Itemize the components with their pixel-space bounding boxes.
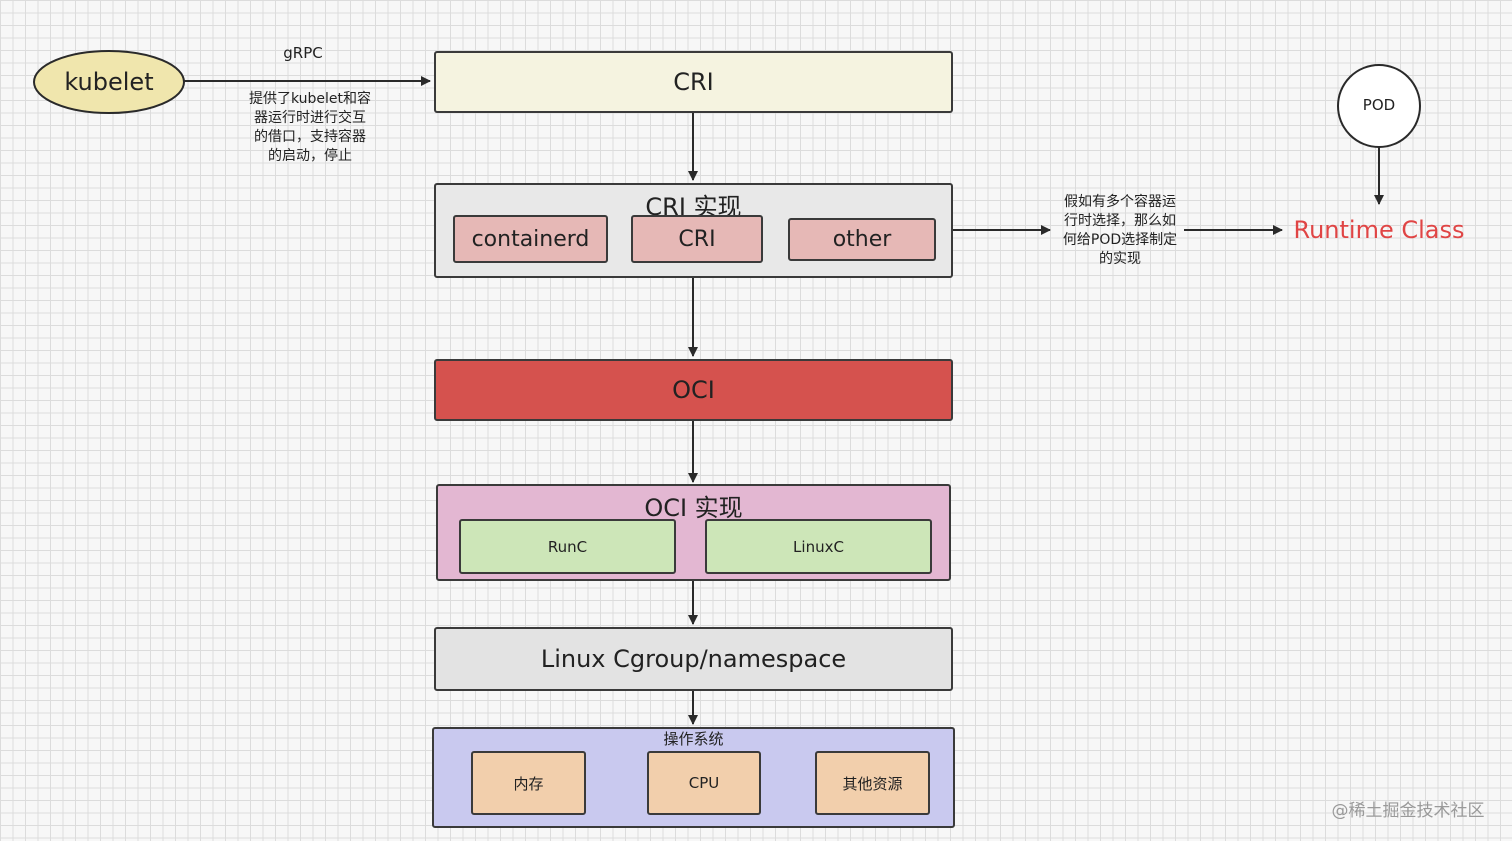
runtime-note-line-2: 行时选择，那么如 (1064, 213, 1176, 229)
oci-impl-item-label: LinuxC (793, 537, 844, 556)
os-item-label: 其他资源 (842, 774, 903, 793)
kubelet-note-line-1: 提供了kubelet和容 (248, 91, 372, 107)
cri-impl-item-cri: CRI (631, 215, 763, 263)
cri-impl-item-containerd: containerd (453, 215, 608, 263)
os-item-memory: 内存 (471, 751, 586, 815)
cri-impl-item-label: containerd (471, 226, 590, 252)
runtime-note-line-3: 何给POD选择制定 (1062, 232, 1178, 248)
runtime-note: 假如有多个容器运 行时选择，那么如 何给POD选择制定 的实现 (1045, 193, 1195, 269)
os-title: 操作系统 (663, 730, 724, 748)
oci-box: OCI (434, 359, 953, 421)
runtime-class-label: Runtime Class (1293, 216, 1465, 244)
oci-impl-item-runc: RunC (459, 519, 676, 574)
kubelet-note-line-3: 的借口，支持容器 (254, 129, 366, 145)
oci-impl-item-label: RunC (547, 537, 588, 556)
grpc-label: gRPC (283, 44, 323, 62)
cri-impl-item-label: CRI (678, 226, 716, 252)
kubelet-ellipse-shape (33, 50, 185, 114)
oci-impl-title: OCI 实现 (644, 494, 743, 522)
cri-label: CRI (673, 68, 714, 96)
cri-impl-item-other: other (788, 218, 936, 261)
os-item-label: CPU (688, 774, 720, 792)
linux-cgroup-box: Linux Cgroup/namespace (434, 627, 953, 691)
kubelet-note: 提供了kubelet和容 器运行时进行交互 的借口，支持容器 的启动，停止 (230, 90, 390, 166)
kubelet-note-line-2: 器运行时进行交互 (254, 110, 366, 126)
kubelet-note-line-4: 的启动，停止 (268, 148, 352, 164)
kubelet-node: kubelet (64, 68, 154, 96)
linux-cgroup-label: Linux Cgroup/namespace (540, 645, 847, 673)
runtime-note-line-4: 的实现 (1099, 251, 1141, 267)
cri-box: CRI (434, 51, 953, 113)
oci-label: OCI (672, 376, 715, 404)
os-item-other-resources: 其他资源 (815, 751, 930, 815)
cri-impl-item-label: other (832, 227, 892, 252)
oci-impl-item-linuxc: LinuxC (705, 519, 932, 574)
runtime-note-line-1: 假如有多个容器运 (1064, 194, 1176, 210)
os-item-label: 内存 (513, 774, 544, 793)
os-item-cpu: CPU (647, 751, 761, 815)
pod-circle-shape (1337, 64, 1421, 148)
pod-node: POD (1362, 96, 1396, 114)
watermark: @稀土掘金技术社区 (1331, 801, 1485, 821)
